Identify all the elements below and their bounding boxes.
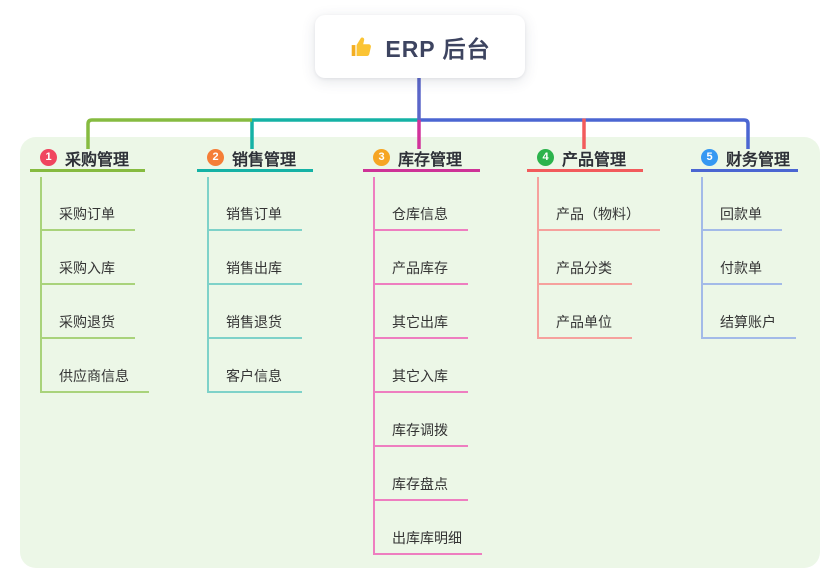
child-node[interactable]: 采购退货 — [42, 285, 135, 339]
child-node[interactable]: 客户信息 — [209, 339, 302, 393]
branch-label: 财务管理 — [726, 151, 791, 169]
child-node[interactable]: 结算账户 — [703, 285, 796, 339]
branch-label: 库存管理 — [398, 151, 463, 169]
branch-children-list: 仓库信息产品库存其它出库其它入库库存调拨库存盘点出库库明细 — [373, 177, 482, 555]
child-node[interactable]: 产品单位 — [539, 285, 632, 339]
branch-number-badge: 4 — [537, 149, 554, 166]
branch-number-badge: 5 — [701, 149, 718, 166]
branch-number-badge: 2 — [207, 149, 224, 166]
child-node[interactable]: 产品（物料） — [539, 177, 660, 231]
child-node[interactable]: 销售出库 — [209, 231, 302, 285]
branch-number-badge: 3 — [373, 149, 390, 166]
child-node[interactable]: 出库库明细 — [375, 501, 482, 555]
child-node[interactable]: 其它入库 — [375, 339, 468, 393]
child-node[interactable]: 付款单 — [703, 231, 782, 285]
child-node[interactable]: 仓库信息 — [375, 177, 468, 231]
child-node[interactable]: 回款单 — [703, 177, 782, 231]
branch-node-5[interactable]: 5 财务管理 — [691, 146, 798, 172]
branch-number-badge: 1 — [40, 149, 57, 166]
branch-label: 销售管理 — [232, 151, 297, 169]
child-node[interactable]: 库存调拨 — [375, 393, 468, 447]
root-node-label: ERP 后台 — [385, 35, 491, 62]
branch-children-list: 采购订单采购入库采购退货供应商信息 — [40, 177, 149, 393]
branch-label: 采购管理 — [65, 151, 130, 169]
thumbs-up-icon — [349, 34, 375, 60]
branch-children-list: 回款单付款单结算账户 — [701, 177, 796, 339]
branch-label: 产品管理 — [562, 151, 627, 169]
child-node[interactable]: 其它出库 — [375, 285, 468, 339]
child-node[interactable]: 库存盘点 — [375, 447, 468, 501]
child-node[interactable]: 销售退货 — [209, 285, 302, 339]
branch-children-list: 产品（物料）产品分类产品单位 — [537, 177, 660, 339]
child-node[interactable]: 采购订单 — [42, 177, 135, 231]
child-node[interactable]: 产品库存 — [375, 231, 468, 285]
child-node[interactable]: 销售订单 — [209, 177, 302, 231]
branch-node-1[interactable]: 1 采购管理 — [30, 146, 145, 172]
child-node[interactable]: 供应商信息 — [42, 339, 149, 393]
child-node[interactable]: 采购入库 — [42, 231, 135, 285]
branches-background-panel — [20, 137, 820, 568]
branch-children-list: 销售订单销售出库销售退货客户信息 — [207, 177, 302, 393]
child-node[interactable]: 产品分类 — [539, 231, 632, 285]
root-node-erp[interactable]: ERP 后台 — [315, 15, 525, 78]
branch-node-2[interactable]: 2 销售管理 — [197, 146, 313, 172]
branch-node-3[interactable]: 3 库存管理 — [363, 146, 480, 172]
branch-node-4[interactable]: 4 产品管理 — [527, 146, 643, 172]
